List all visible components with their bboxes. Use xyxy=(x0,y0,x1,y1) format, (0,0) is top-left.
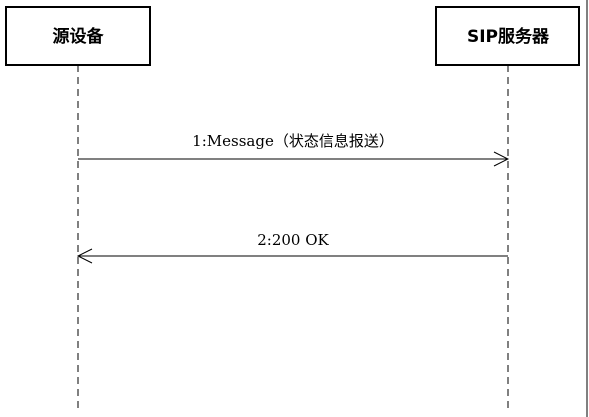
arrowhead-right-icon xyxy=(493,151,510,167)
participant-box-source-device xyxy=(5,6,151,66)
message-1: 1:Message（状态信息报送） xyxy=(78,132,510,167)
message-label-2: 2:200 OK xyxy=(257,231,329,249)
message-2: 2:200 OK xyxy=(76,231,508,264)
message-label-1: 1:Message（状态信息报送） xyxy=(192,132,394,150)
participant-box-sip-server xyxy=(435,6,580,66)
participant-label-sip-server: SIP服务器 xyxy=(467,26,550,47)
participant-label-source-device: 源设备 xyxy=(53,26,105,47)
participant-source-device: 源设备 xyxy=(5,6,151,412)
participant-sip-server: SIP服务器 xyxy=(435,6,580,412)
arrowhead-left-icon xyxy=(76,248,93,264)
